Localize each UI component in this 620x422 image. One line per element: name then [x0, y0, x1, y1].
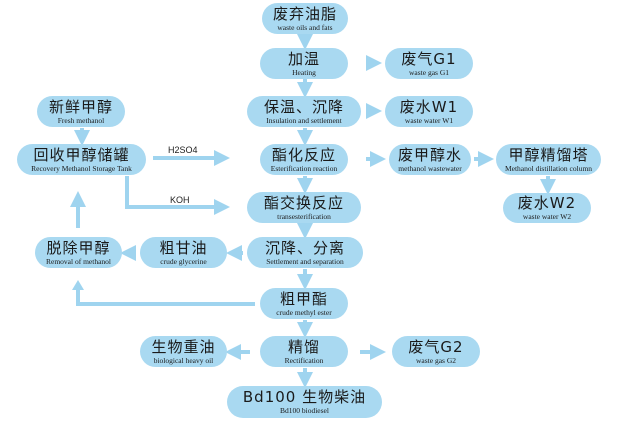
node-title: 废弃油脂 [272, 4, 337, 23]
node-subtitle: Fresh methanol [57, 115, 105, 125]
node-subtitle: transesterification [277, 211, 331, 221]
node-title: 沉降、分离 [264, 238, 345, 257]
node-title: 废气G1 [401, 49, 457, 68]
node-subtitle: waste water W1 [404, 115, 454, 125]
node-title: 精馏 [287, 337, 320, 356]
node-title: 加温 [287, 49, 320, 68]
node-subtitle: Esterification reaction [270, 163, 338, 173]
node-title: 新鲜甲醇 [48, 97, 113, 116]
line-crude-return [76, 290, 255, 306]
node-title: 脱除甲醇 [46, 238, 111, 257]
node-subtitle: waste gas G1 [409, 67, 449, 77]
node-subtitle: crude methyl ester [276, 307, 332, 317]
node-title: 粗甲酯 [279, 289, 328, 308]
koh-label: KOH [170, 195, 190, 205]
node-subtitle: Rectification [284, 355, 324, 365]
node-subtitle: crude glycerine [160, 256, 207, 266]
node-title: Bd100 生物柴油 [242, 388, 367, 406]
node-title: 甲醇精馏塔 [508, 145, 589, 164]
node-subtitle: Settlement and separation [266, 256, 344, 266]
node-subtitle: Methanol distillation column [504, 163, 593, 173]
node-title: 废气G2 [408, 337, 464, 356]
node-subtitle: Heating [292, 67, 316, 77]
node-subtitle: waste oils and fats [277, 22, 333, 32]
node-subtitle: biological heavy oil [153, 355, 214, 365]
node-subtitle: methanol wastewater [398, 163, 462, 173]
node-title: 回收甲醇储罐 [33, 145, 130, 164]
node-title: 酯交换反应 [263, 193, 344, 212]
node-subtitle: waste gas G2 [416, 355, 456, 365]
arrow-return-head [72, 280, 84, 290]
node-subtitle: Removal of methanol [46, 256, 111, 266]
h2so4-label: H2SO4 [168, 145, 198, 155]
node-subtitle: Bd100 biodiesel [280, 406, 329, 415]
node-subtitle: Insulation and settlement [266, 115, 342, 125]
node-title: 酯化反应 [271, 145, 336, 164]
node-title: 生物重油 [151, 337, 216, 356]
node-title: 废甲醇水 [397, 145, 462, 164]
node-title: 废水W1 [399, 97, 459, 116]
arrow-koh [125, 176, 230, 215]
node-subtitle: waste water W2 [522, 212, 572, 221]
node-subtitle: Recovery Methanol Storage Tank [31, 163, 132, 173]
node-title: 保温、沉降 [263, 97, 344, 116]
node-title: 废水W2 [517, 194, 577, 212]
node-title: 粗甘油 [159, 238, 208, 257]
